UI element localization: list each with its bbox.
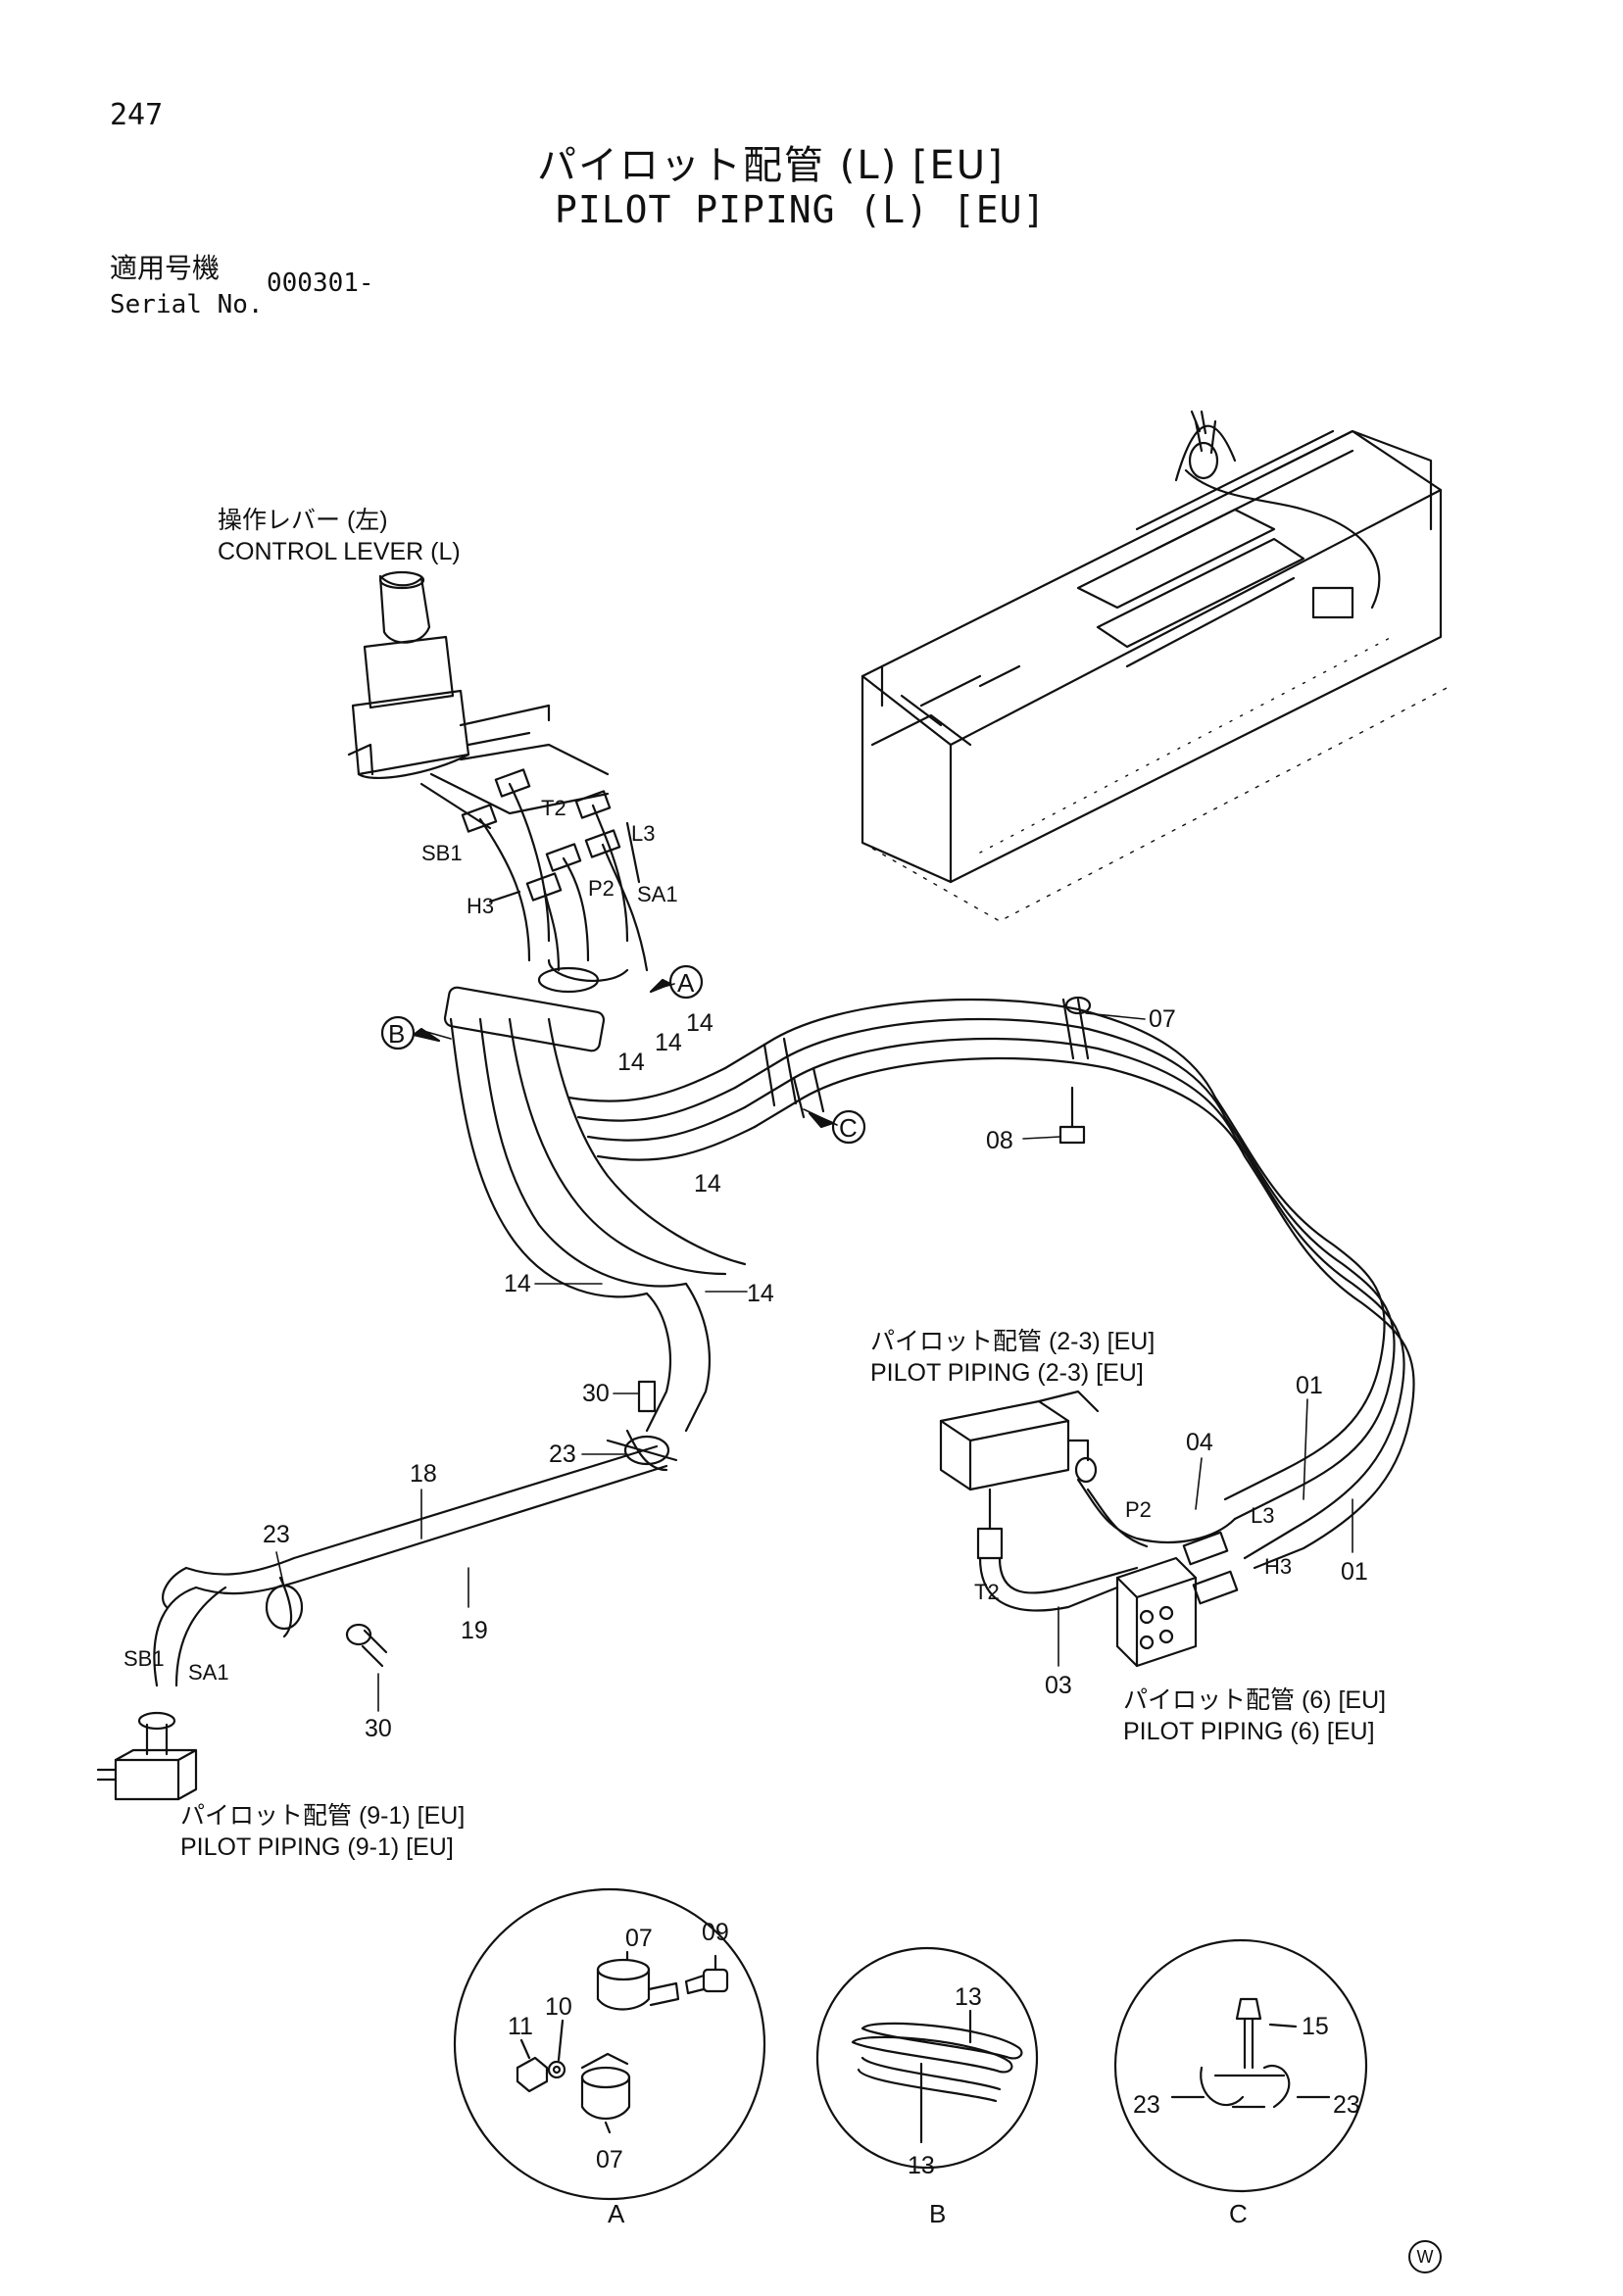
callout-03: 03 xyxy=(1045,1672,1072,1699)
callout-18: 18 xyxy=(410,1460,437,1488)
view-marker-c: C xyxy=(839,1113,858,1143)
callout-01-b: 01 xyxy=(1341,1558,1368,1586)
page-number: 247 xyxy=(110,98,164,132)
callout-23-b: 23 xyxy=(263,1521,290,1548)
detail-c-circle xyxy=(1113,1938,1368,2193)
callout-14-f: 14 xyxy=(747,1280,774,1307)
port-label-p2: P2 xyxy=(588,876,615,901)
detail-a-parts xyxy=(516,1950,729,2134)
pilot-piping-9-1-label: PILOT PIPING (9-1) [EU] xyxy=(180,1833,454,1861)
detail-b-label: B xyxy=(929,2199,947,2228)
port-label-t2-right: T2 xyxy=(974,1580,1000,1604)
callout-19: 19 xyxy=(461,1617,488,1644)
manufacturer-mark: W xyxy=(1408,2240,1442,2273)
callout-04: 04 xyxy=(1186,1429,1213,1456)
control-lever-illustration xyxy=(347,570,610,830)
hose-fittings xyxy=(461,768,649,972)
detail-b-callout-13-top: 13 xyxy=(955,1983,982,2011)
port-label-sa1-left: SA1 xyxy=(188,1660,229,1685)
detail-a-callout-07-top: 07 xyxy=(625,1925,653,1952)
protective-spring-hoses xyxy=(443,958,757,1298)
view-marker-a-circle xyxy=(668,964,704,1000)
port-label-t2: T2 xyxy=(541,796,566,820)
callout-30-b: 30 xyxy=(365,1715,392,1742)
callout-14-a: 14 xyxy=(617,1049,645,1076)
detail-c-callout-23-left: 23 xyxy=(1133,2091,1160,2119)
callout-23-a: 23 xyxy=(549,1441,576,1468)
port-label-l3-right: L3 xyxy=(1251,1503,1275,1528)
detail-b-parts xyxy=(851,2009,1023,2144)
detail-c-label: C xyxy=(1229,2199,1248,2228)
callout-14-d: 14 xyxy=(694,1170,721,1197)
port-label-p2-right: P2 xyxy=(1125,1497,1152,1522)
pilot-piping-6-label-japanese: パイロット配管 (6) [EU] xyxy=(1123,1686,1387,1714)
machine-overview-sketch xyxy=(861,410,1451,922)
control-lever-label: CONTROL LEVER (L) xyxy=(218,538,461,565)
pilot-piping-2-3-label: PILOT PIPING (2-3) [EU] xyxy=(870,1359,1144,1387)
detail-b-circle xyxy=(815,1946,1039,2170)
callout-07: 07 xyxy=(1149,1005,1176,1033)
detail-a-callout-07-bottom: 07 xyxy=(596,2146,623,2174)
pilot-piping-9-1-block xyxy=(96,1711,198,1801)
detail-c-callout-15: 15 xyxy=(1302,2013,1329,2040)
callout-14-b: 14 xyxy=(655,1029,682,1056)
callout-01-a: 01 xyxy=(1296,1372,1323,1399)
detail-c-parts xyxy=(1170,1997,1331,2109)
callout-14-c: 14 xyxy=(686,1009,713,1037)
port-label-l3: L3 xyxy=(631,821,656,846)
detail-a-callout-10: 10 xyxy=(545,1993,572,2021)
view-marker-b-circle xyxy=(380,1015,416,1050)
view-marker-c-circle xyxy=(831,1109,866,1145)
detail-a-circle xyxy=(453,1887,766,2201)
lower-hose-run xyxy=(153,1282,712,1687)
port-label-sb1-left: SB1 xyxy=(123,1646,165,1671)
callout-14-e: 14 xyxy=(504,1270,531,1297)
port-label-sb1: SB1 xyxy=(421,841,463,865)
port-label-h3: H3 xyxy=(467,894,495,918)
detail-a-label: A xyxy=(608,2199,625,2228)
page-title: PILOT PIPING (L) [EU] xyxy=(555,188,1047,231)
callout-30-a: 30 xyxy=(582,1380,610,1407)
pilot-hose-run xyxy=(723,996,1415,1570)
control-lever-label-japanese: 操作レバー (左) xyxy=(218,507,388,534)
pilot-piping-2-3-label-japanese: パイロット配管 (2-3) [EU] xyxy=(870,1328,1156,1355)
serial-number: 000301- xyxy=(267,269,374,298)
view-marker-b: B xyxy=(388,1019,406,1049)
serial-label-japanese: 適用号機 xyxy=(110,252,221,284)
serial-label: Serial No. xyxy=(110,290,264,319)
page-title-japanese: パイロット配管 (L) [EU] xyxy=(537,143,1005,188)
pilot-piping-6-block xyxy=(1115,1531,1239,1668)
pilot-piping-9-1-label-japanese: パイロット配管 (9-1) [EU] xyxy=(180,1802,466,1830)
port-label-sa1: SA1 xyxy=(637,882,678,906)
callout-08: 08 xyxy=(986,1127,1013,1154)
pilot-piping-6-label: PILOT PIPING (6) [EU] xyxy=(1123,1718,1375,1745)
view-marker-a: A xyxy=(677,968,695,998)
detail-a-callout-11: 11 xyxy=(508,2013,533,2040)
pilot-piping-2-3-valve xyxy=(939,1390,1237,1612)
leader-lines xyxy=(275,983,1353,1712)
